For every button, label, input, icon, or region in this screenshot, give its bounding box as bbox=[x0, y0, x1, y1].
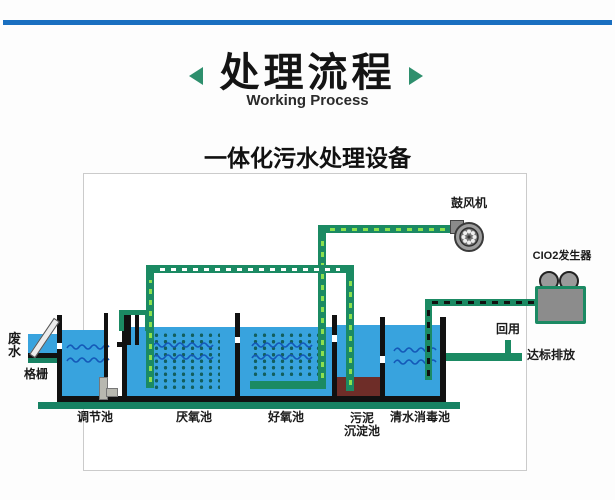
wastewater-label: 废水 bbox=[8, 331, 22, 359]
anaerobic-media-dots bbox=[150, 331, 220, 389]
wave-icon bbox=[66, 338, 110, 356]
tank-left-wall bbox=[57, 315, 62, 396]
pipe-dashes bbox=[427, 308, 430, 376]
air-pipe-dashes bbox=[320, 240, 324, 378]
tank-label-sludge-line1: 污泥 bbox=[349, 411, 374, 425]
divider-notch bbox=[117, 342, 122, 347]
device-title: 一体化污水处理设备 bbox=[204, 145, 411, 171]
top-divider-line bbox=[3, 20, 612, 25]
tank-label-disinfection: 清水消毒池 bbox=[389, 410, 450, 424]
weir-bar bbox=[135, 315, 139, 345]
divider-wall bbox=[104, 313, 108, 396]
air-pipe-dashes bbox=[330, 227, 448, 231]
aerobic-media-dots bbox=[249, 331, 319, 379]
inlet-wall-gap bbox=[57, 343, 62, 349]
blower-label: 鼓风机 bbox=[450, 196, 487, 210]
tank-bottom-bar bbox=[57, 396, 446, 402]
wave-icon bbox=[66, 351, 110, 369]
weir-leg bbox=[119, 315, 124, 331]
divider-gap bbox=[380, 356, 385, 363]
tank-label-sludge-line2: 沉淀池 bbox=[343, 424, 380, 438]
reuse-label: 回用 bbox=[496, 322, 521, 336]
pipe-dashes bbox=[348, 280, 352, 385]
tank-label-anaerobic: 厌氧池 bbox=[175, 410, 212, 424]
page-title: 处理流程 bbox=[219, 51, 396, 95]
submersible-pump-foot bbox=[106, 388, 118, 397]
weir-cap bbox=[119, 310, 150, 315]
blower-icon bbox=[452, 220, 486, 259]
wave-icon bbox=[251, 336, 315, 354]
divider-wall bbox=[122, 313, 127, 396]
generator-label: CIO2发生器 bbox=[532, 250, 592, 262]
ground-bar bbox=[38, 402, 460, 409]
page-subtitle: Working Process bbox=[246, 92, 369, 109]
divider-gap bbox=[235, 337, 240, 343]
wave-icon bbox=[152, 336, 216, 354]
discharge-label: 达标排放 bbox=[527, 348, 576, 362]
discharge-pipe bbox=[446, 353, 522, 361]
weir-bar bbox=[127, 315, 131, 345]
screen-label: 格栅 bbox=[24, 367, 49, 381]
wave-icon bbox=[251, 348, 315, 366]
inlet-floor bbox=[28, 353, 57, 358]
pipe-dashes bbox=[160, 267, 340, 271]
sludge-layer bbox=[336, 377, 381, 396]
pipe-dashes bbox=[148, 280, 152, 382]
tank-label-regulating: 调节池 bbox=[76, 410, 113, 424]
wave-icon bbox=[393, 353, 440, 371]
wave-icon bbox=[152, 348, 216, 366]
left-arrow-icon bbox=[189, 67, 203, 85]
tank-right-wall bbox=[440, 317, 446, 396]
tank-label-aerobic: 好氧池 bbox=[267, 410, 304, 424]
sedimentation-tank-water bbox=[336, 325, 381, 377]
divider-wall bbox=[332, 315, 337, 396]
clo2-generator-icon bbox=[535, 286, 586, 324]
right-arrow-icon bbox=[409, 67, 423, 85]
pipe-dashes bbox=[432, 301, 535, 304]
aeration-diffuser-pipe bbox=[250, 381, 326, 389]
divider-gap bbox=[332, 335, 337, 342]
reuse-stub-pipe bbox=[505, 340, 511, 353]
regulating-tank-water bbox=[62, 330, 105, 396]
inlet-base-bar bbox=[28, 358, 57, 363]
divider-wall bbox=[235, 313, 240, 396]
